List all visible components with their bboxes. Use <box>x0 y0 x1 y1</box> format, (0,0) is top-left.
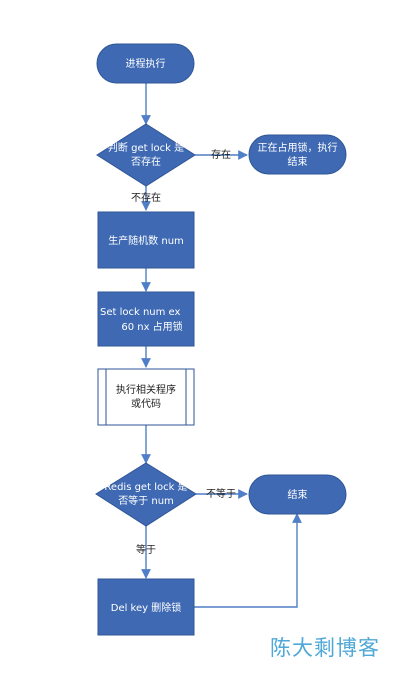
edge-label-not-exists: 不存在 <box>131 191 161 204</box>
node-check-lock <box>96 123 196 187</box>
node-check-equal <box>95 462 197 527</box>
node-end <box>248 474 347 515</box>
node-gen-random-label: 生产随机数 num <box>108 234 184 247</box>
edges <box>141 83 302 608</box>
edge-label-equal: 等于 <box>136 543 156 556</box>
edge-label-exists: 存在 <box>211 148 231 161</box>
node-run-program-line2: 或代码 <box>131 398 161 410</box>
node-end-exists <box>248 134 347 175</box>
node-set-lock-line2: 60 nx 占用锁 <box>121 320 182 333</box>
node-run-program-line1: 执行相关程序 <box>116 383 176 396</box>
node-del-key-label: Del key 删除锁 <box>111 601 182 614</box>
node-start-label: 进程执行 <box>126 57 166 70</box>
node-set-lock <box>97 291 195 347</box>
node-start <box>96 43 195 84</box>
watermark-text: 陈大剩博客 <box>270 636 380 660</box>
node-del-key <box>97 578 195 636</box>
node-end-label: 结束 <box>288 488 308 501</box>
node-check-equal-line1: Redis get lock 是 <box>104 481 187 493</box>
edge-delkey-to-end <box>194 513 302 608</box>
node-check-lock-line2: 否存在 <box>131 155 161 168</box>
node-gen-random <box>97 211 195 269</box>
node-run-program <box>97 368 195 426</box>
node-check-lock-line1: 判断 get lock 是 <box>108 141 184 154</box>
edge-label-not-equal: 不等于 <box>206 487 236 500</box>
node-end-exists-line2: 结束 <box>288 155 308 168</box>
node-end-exists-line1: 正在占用锁，执行 <box>258 141 338 154</box>
node-set-lock-line1: Set lock num ex <box>100 307 181 318</box>
node-check-equal-line2: 否等于 num <box>118 494 174 507</box>
